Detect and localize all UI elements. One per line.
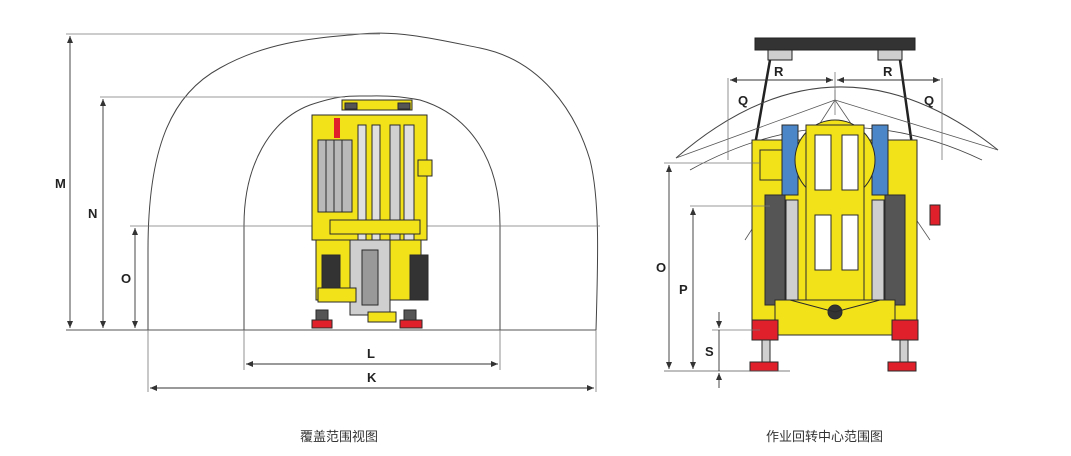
dim-label-S: S [705, 344, 714, 359]
caption-coverage-view: 覆盖范围视图 [300, 430, 379, 445]
dim-label-N: N [88, 206, 97, 221]
coverage-view: M N O L K [55, 32, 600, 392]
dim-label-Q-right: Q [924, 93, 934, 108]
dim-label-O-left: O [121, 271, 131, 286]
dim-label-L: L [367, 346, 375, 361]
dim-label-R-right: R [883, 64, 893, 79]
dim-label-Q-left: Q [738, 93, 748, 108]
dim-label-R-left: R [774, 64, 784, 79]
caption-swing-center-view: 作业回转中心范围图 [766, 430, 884, 445]
outer-coverage-arch [147, 32, 599, 331]
inner-coverage-arch [243, 95, 501, 330]
drill-rig-side-view [311, 99, 433, 329]
swing-center-view: R R Q Q [656, 37, 999, 388]
canopy-roof [754, 37, 916, 51]
swing-arc-outer [675, 86, 999, 159]
dim-label-O-right: O [656, 260, 666, 275]
dim-label-P: P [679, 282, 688, 297]
dim-label-M: M [55, 176, 66, 191]
dim-label-K: K [367, 370, 377, 385]
drill-rig-front-view [749, 119, 941, 372]
